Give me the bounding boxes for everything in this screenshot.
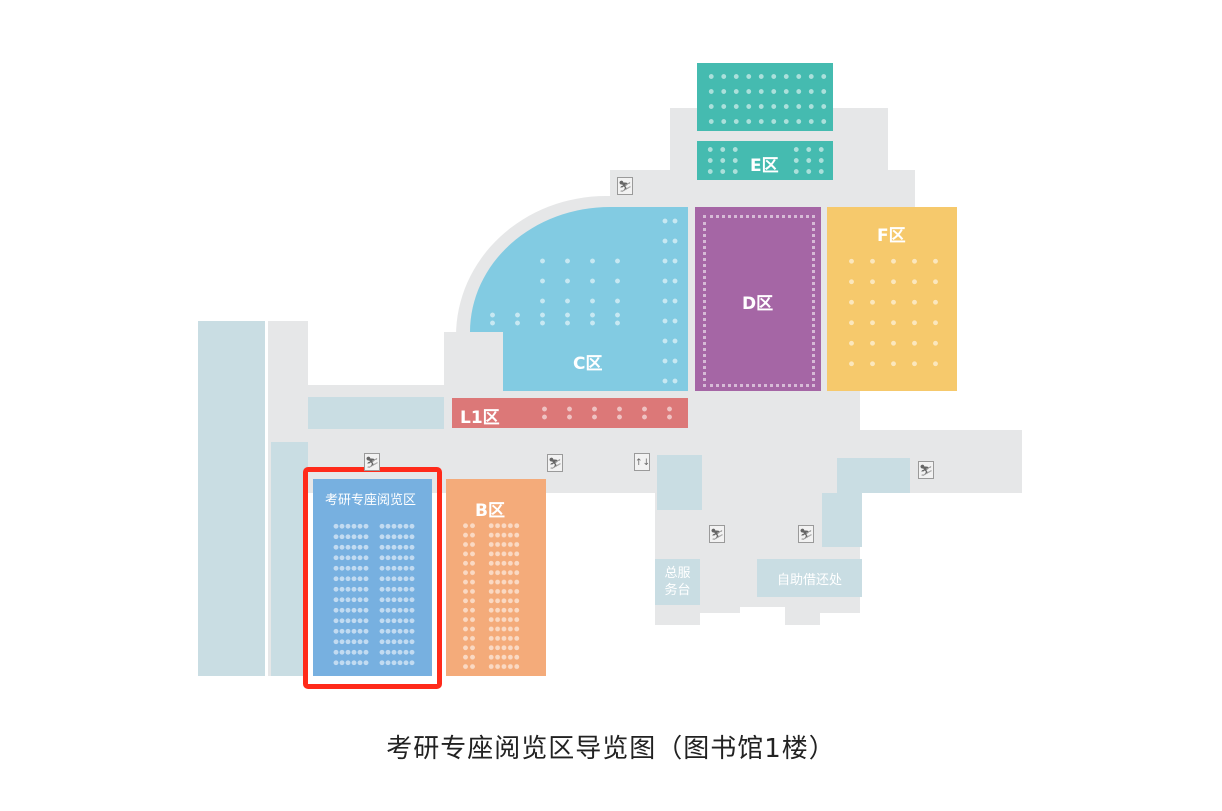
service-desk-label: 总服 务台: [664, 566, 691, 598]
zone-l1-label: L1区: [460, 408, 500, 428]
zone-f[interactable]: F区: [827, 207, 957, 391]
shelf-area: [271, 442, 308, 676]
zone-e-top[interactable]: [697, 63, 833, 131]
seats: [480, 311, 630, 327]
seats: [488, 521, 520, 671]
seats: [790, 144, 828, 178]
zone-f-label: F区: [877, 226, 906, 246]
zone-e[interactable]: E区: [697, 141, 833, 180]
seats: [704, 144, 742, 178]
service-desk[interactable]: 总服 务台: [655, 559, 700, 605]
seats: [532, 405, 682, 421]
seats: [703, 215, 815, 387]
seats: [530, 251, 630, 311]
zone-c[interactable]: C区: [470, 207, 688, 391]
shelf-area: [837, 458, 910, 493]
seats: [841, 251, 945, 375]
seats: [333, 521, 369, 669]
escalator-icon: ⛷: [709, 525, 725, 543]
zone-kaoyan-study[interactable]: 考研专座阅览区: [313, 479, 432, 676]
zone-b-label: B区: [475, 501, 505, 521]
seats: [379, 521, 415, 669]
seats: [705, 69, 827, 129]
seats: [462, 521, 476, 671]
self-service-station[interactable]: 自助借还处: [757, 559, 862, 597]
map-title: 考研专座阅览区导览图（图书馆1楼）: [386, 734, 836, 764]
escalator-icon: ⛷: [364, 453, 380, 471]
escalator-icon: ⛷: [918, 461, 934, 479]
zone-b[interactable]: B区: [446, 479, 546, 676]
shelf-area: [308, 397, 444, 429]
zone-d[interactable]: D区: [695, 207, 821, 391]
elevator-icon: ↑↓: [634, 453, 650, 471]
escalator-icon: ⛷: [547, 454, 563, 472]
zone-d-label: D区: [742, 294, 774, 314]
shelf-area: [198, 321, 265, 676]
shelf-area: [657, 455, 702, 510]
zone-e-label: E区: [750, 156, 779, 176]
zone-study-label: 考研专座阅览区: [325, 493, 417, 508]
escalator-icon: ⛷: [617, 177, 633, 195]
zone-l1[interactable]: L1区: [452, 398, 688, 428]
shelf-area: [822, 493, 862, 547]
zone-c-label: C区: [573, 354, 603, 374]
seats: [660, 211, 680, 387]
self-service-label: 自助借还处: [776, 573, 842, 588]
escalator-icon: ⛷: [798, 525, 814, 543]
